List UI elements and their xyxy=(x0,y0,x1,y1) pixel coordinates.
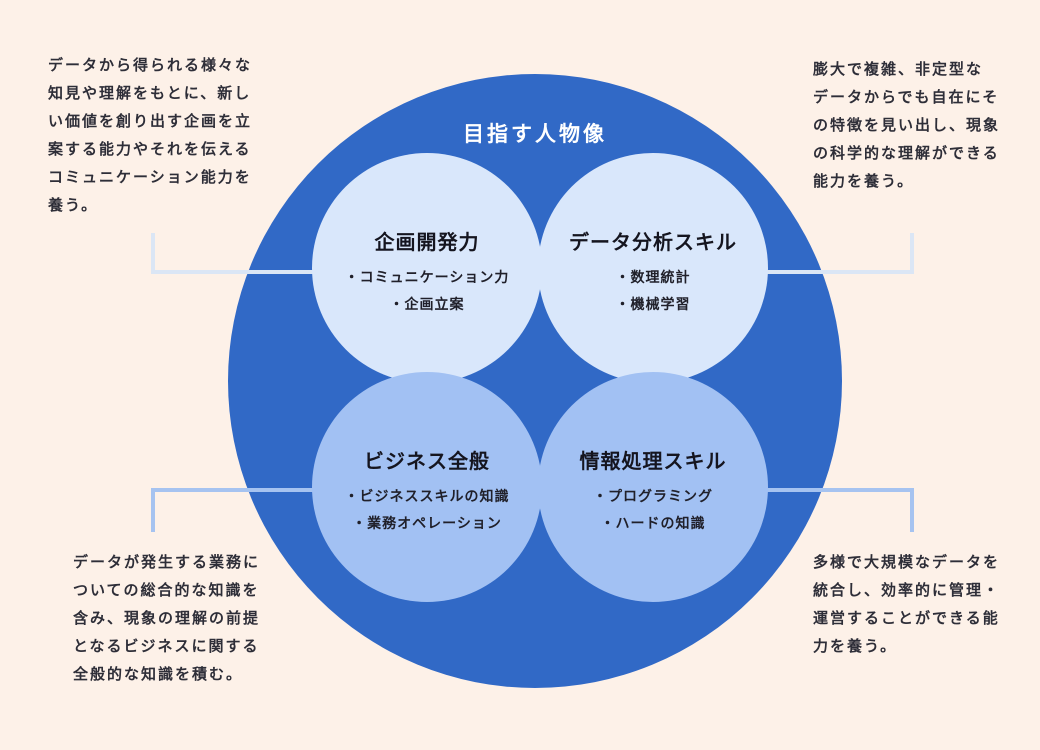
skill-heading-info-processing: 情報処理スキル xyxy=(579,451,727,473)
note-top-left: データから得られる様々な知見や理解をもとに、新しい価値を創り出す企画を立案する能… xyxy=(48,57,253,214)
skill-circle-business: ビジネス全般 ・ビジネススキルの知識・業務オペレーション xyxy=(312,372,542,602)
connector-bottom-right-horizontal xyxy=(760,488,914,492)
connector-top-left-vertical xyxy=(151,233,155,274)
skill-circle-planning: 企画開発力 ・コミュニケーション力・企画立案 xyxy=(312,153,542,383)
skill-heading-data-analysis: データ分析スキル xyxy=(569,232,737,254)
diagram-title: 目指す人物像 xyxy=(463,123,607,146)
note-top-right: 膨大で複雑、非定型なデータからでも自在にその特徴を見い出し、現象の科学的な理解が… xyxy=(813,61,1001,190)
skill-bullets-data-analysis: ・数理統計・機械学習 xyxy=(615,269,691,312)
skill-bullets-info-processing: ・プログラミング・ハードの知識 xyxy=(593,488,713,531)
connector-top-right-horizontal xyxy=(760,270,914,274)
note-bottom-right: 多様で大規模なデータを統合し、効率的に管理・運営することができる能力を養う。 xyxy=(813,554,1001,655)
note-bottom-left: データが発生する業務についての総合的な知識を含み、現象の理解の前提となるビジネス… xyxy=(73,554,261,683)
skill-heading-business: ビジネス全般 xyxy=(364,451,490,473)
skill-circle-info-processing: 情報処理スキル ・プログラミング・ハードの知識 xyxy=(538,372,768,602)
skill-bullets-business: ・ビジネススキルの知識・業務オペレーション xyxy=(344,488,510,531)
connector-bottom-left-horizontal xyxy=(151,488,316,492)
skill-heading-planning: 企画開発力 xyxy=(374,232,480,254)
connector-top-left-horizontal xyxy=(151,270,316,274)
skill-circle-data-analysis: データ分析スキル ・数理統計・機械学習 xyxy=(538,153,768,383)
main-circle xyxy=(228,74,842,688)
skill-bullets-planning: ・コミュニケーション力・企画立案 xyxy=(344,269,510,312)
connector-bottom-left-vertical xyxy=(151,488,155,532)
connector-top-right-vertical xyxy=(910,233,914,274)
connector-bottom-right-vertical xyxy=(910,488,914,532)
